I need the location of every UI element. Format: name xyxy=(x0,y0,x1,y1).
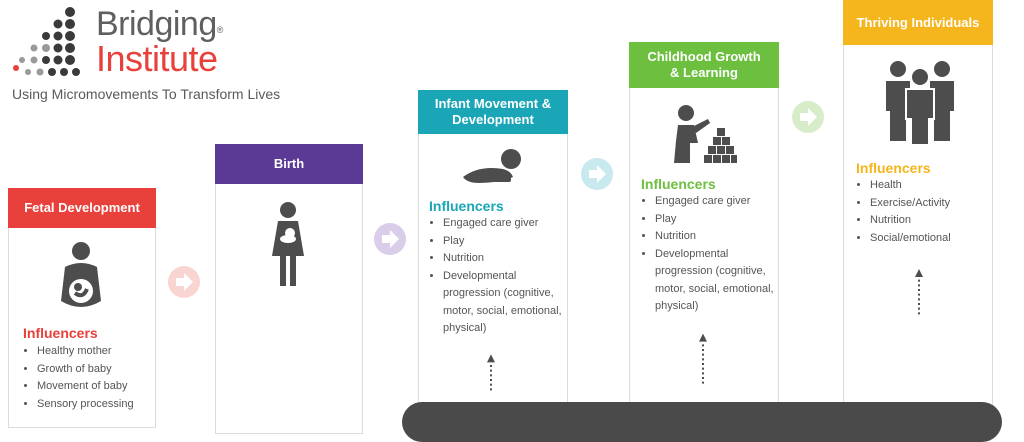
influencers-heading: Influencers xyxy=(641,176,716,192)
logo-wordmark-bridging: Bridging® xyxy=(96,5,223,43)
list-item: Health xyxy=(870,177,994,195)
upward-dotted-arrow-icon xyxy=(487,354,495,392)
list-item: Social/emotional xyxy=(870,230,994,248)
arrow-right-icon xyxy=(374,223,406,255)
stage-childhood-growth-learning: Childhood Growth & Learning Influencers … xyxy=(629,42,779,422)
bridging-institute-logo: Bridging® Institute Using Micromovements… xyxy=(12,6,282,106)
stage-title: Infant Movement & Development xyxy=(418,90,568,134)
influencers-heading: Influencers xyxy=(429,198,504,214)
influencers-list: Engaged care giver Play Nutrition Develo… xyxy=(643,193,779,316)
upward-dotted-arrow-icon xyxy=(699,333,707,385)
bottom-banner xyxy=(402,402,1002,442)
arrow-right-icon xyxy=(581,158,613,190)
tagline: Using Micromovements To Transform Lives xyxy=(12,86,281,102)
stage-fetal-development: Fetal Development Influencers Healthy mo… xyxy=(8,188,156,428)
child-stacking-blocks-icon xyxy=(674,105,737,163)
list-item: Sensory processing xyxy=(37,396,165,414)
stage-thriving-individuals: Thriving Individuals Influencers Health … xyxy=(843,0,993,420)
list-item: Nutrition xyxy=(655,228,779,246)
list-item: Engaged care giver xyxy=(443,215,567,233)
group-of-people-icon xyxy=(886,61,954,145)
stage-title: Birth xyxy=(215,144,363,184)
list-item: Movement of baby xyxy=(37,378,165,396)
dot-grid-logo-icon xyxy=(13,7,80,76)
upward-dotted-arrow-icon xyxy=(915,269,923,317)
logo-wordmark-institute: Institute xyxy=(96,38,218,79)
stage-title: Thriving Individuals xyxy=(843,0,993,45)
influencers-list: Health Exercise/Activity Nutrition Socia… xyxy=(858,177,994,247)
list-item: Developmental progression (cognitive, mo… xyxy=(655,246,779,316)
stage-birth: Birth xyxy=(215,144,363,434)
pregnant-woman-icon xyxy=(61,242,101,307)
arrow-right-icon xyxy=(168,266,200,298)
arrow-right-icon xyxy=(792,101,824,133)
influencers-heading: Influencers xyxy=(23,325,98,341)
list-item: Nutrition xyxy=(870,212,994,230)
list-item: Play xyxy=(655,211,779,229)
stage-title: Fetal Development xyxy=(8,188,156,228)
list-item: Exercise/Activity xyxy=(870,195,994,213)
list-item: Growth of baby xyxy=(37,361,165,379)
list-item: Developmental progression (cognitive, mo… xyxy=(443,268,567,338)
mother-holding-baby-icon xyxy=(272,202,304,286)
stage-title: Childhood Growth & Learning xyxy=(629,42,779,88)
list-item: Engaged care giver xyxy=(655,193,779,211)
influencers-list: Healthy mother Growth of baby Movement o… xyxy=(25,343,165,413)
influencers-heading: Influencers xyxy=(856,160,931,176)
crawling-infant-icon xyxy=(463,149,521,183)
list-item: Play xyxy=(443,233,567,251)
influencers-list: Engaged care giver Play Nutrition Develo… xyxy=(431,215,567,338)
list-item: Nutrition xyxy=(443,250,567,268)
stage-infant-movement-development: Infant Movement & Development Influencer… xyxy=(418,90,568,430)
list-item: Healthy mother xyxy=(37,343,165,361)
